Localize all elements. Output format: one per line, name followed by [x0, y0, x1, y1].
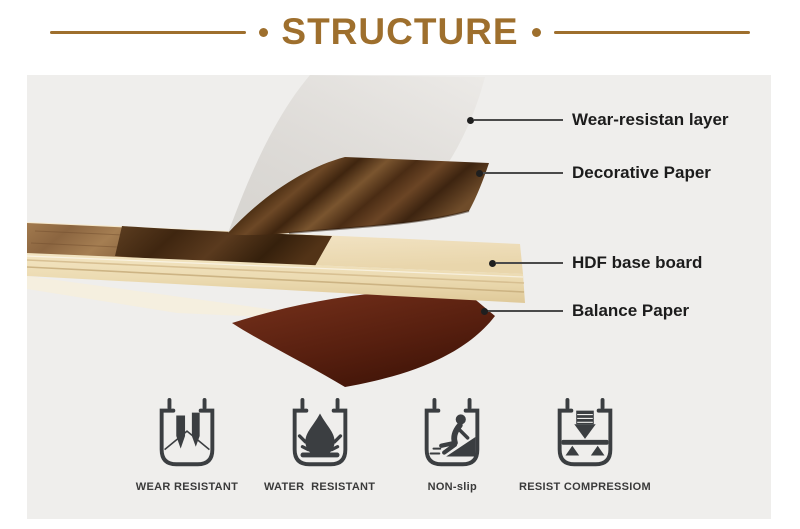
non-slip-icon [425, 397, 480, 467]
callout-line [483, 172, 563, 174]
layer-label-balance: Balance Paper [572, 301, 690, 320]
board-groove-line-2 [27, 266, 525, 293]
callout-dot [489, 259, 496, 267]
layer-label-decorative: Decorative Paper [572, 163, 711, 182]
feature-label: WEAR RESISTANT [135, 481, 239, 493]
board-highlight-line [27, 255, 524, 278]
callout-balance-paper: Balance Paper [481, 301, 689, 321]
title-left-line [50, 30, 247, 34]
decorative-paper-curl [227, 157, 489, 236]
feature-label: RESIST COMPRESSIOM [519, 481, 651, 493]
layer-label-wear: Wear-resistan layer [572, 110, 729, 129]
callout-line [474, 119, 563, 121]
resist-compression-icon [557, 397, 613, 467]
plank-underside-highlight [27, 276, 357, 321]
feature-label: WATER RESISTANT [263, 481, 376, 493]
callout-hdf-board: HDF base board [489, 253, 702, 273]
callout-decorative-paper: Decorative Paper [476, 163, 711, 183]
title-right-dot [531, 27, 541, 37]
callout-dot [467, 116, 474, 124]
water-resistant-icon [292, 397, 347, 467]
title-left-dot [259, 27, 269, 37]
callout-dot [476, 169, 483, 177]
balance-paper-layer [232, 290, 495, 387]
feature-label: NON-slip [427, 481, 478, 493]
feature-wear-resistant: WEAR RESISTANT [126, 396, 248, 508]
callout-dot [481, 307, 488, 315]
wear-resistant-icon [159, 397, 215, 467]
curl-bottom-shadow-edge [288, 210, 470, 234]
diagram-panel [27, 75, 771, 519]
callout-line [488, 310, 563, 312]
layer-label-hdf: HDF base board [572, 253, 703, 272]
structure-diagram [27, 75, 525, 387]
decorative-paper-flat [115, 226, 332, 266]
feature-resist-compression: RESIST COMPRESSIOM [519, 396, 651, 508]
callout-line [496, 262, 563, 264]
page-title: STRUCTURE [281, 10, 519, 52]
title-row: STRUCTURE [0, 8, 800, 56]
feature-non-slip: NON-slip [391, 396, 513, 508]
title-right-line [553, 30, 750, 34]
board-groove-line-1 [27, 259, 525, 284]
feature-water-resistant: WATER RESISTANT [259, 396, 381, 508]
callout-wear-layer: Wear-resistan layer [467, 110, 729, 130]
feature-row: WEAR RESISTANT WATER RESISTANT [126, 396, 651, 508]
